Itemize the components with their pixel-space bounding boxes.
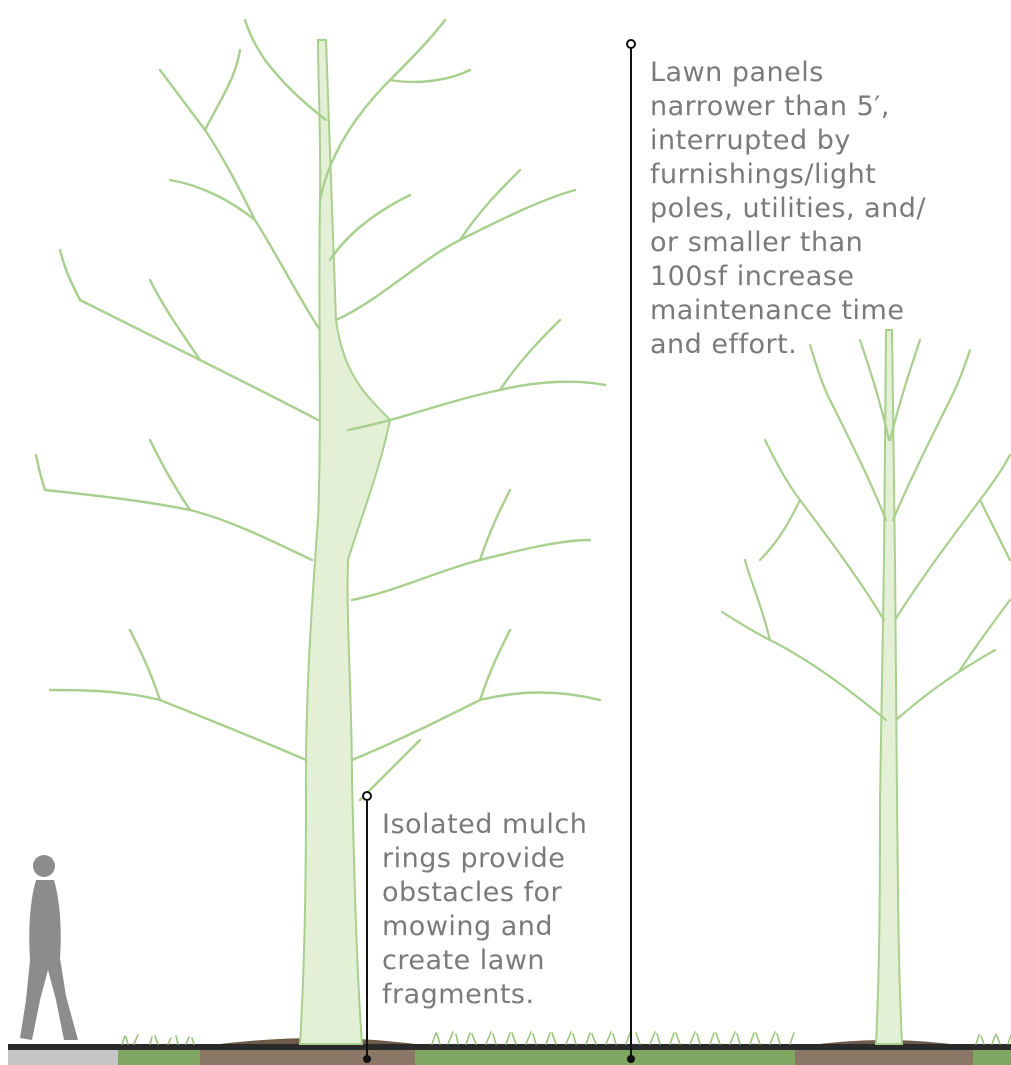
lawn-segment (415, 1050, 795, 1065)
annotation-line: rings provide (382, 842, 587, 876)
annotation-line: interrupted by (650, 124, 926, 158)
annotation-line: maintenance time (650, 294, 926, 328)
annotation-line: poles, utilities, and/ (650, 192, 926, 226)
ground-strip (8, 1038, 1011, 1065)
lawn-segment (973, 1050, 1011, 1065)
mature-tree-trunk (300, 40, 390, 1044)
mulch-segment (200, 1050, 415, 1065)
lawn-panels-annotation: Lawn panels narrower than 5′, interrupte… (650, 56, 926, 362)
annotation-line: and effort. (650, 328, 926, 362)
pedestrian-silhouette (20, 855, 78, 1040)
annotation-line: create lawn (382, 944, 587, 978)
ground-line (8, 1044, 1011, 1050)
annotation-line: obstacles for (382, 876, 587, 910)
mulch-rings-annotation: Isolated mulch rings provide obstacles f… (382, 808, 587, 1012)
annotation-line: fragments. (382, 978, 587, 1012)
annotation-line: furnishings/light (650, 158, 926, 192)
annotation-line: Isolated mulch (382, 808, 587, 842)
mulch-leader (363, 792, 371, 1063)
annotation-line: mowing and (382, 910, 587, 944)
lawn-leader (627, 40, 635, 1063)
annotation-line: or smaller than (650, 226, 926, 260)
young-tree (722, 330, 1010, 1044)
annotation-line: narrower than 5′, (650, 90, 926, 124)
annotation-line: Lawn panels (650, 56, 926, 90)
sidewalk-segment (8, 1050, 118, 1065)
annotation-line: 100sf increase (650, 260, 926, 294)
lawn-segment (118, 1050, 200, 1065)
mulch-segment (795, 1050, 973, 1065)
